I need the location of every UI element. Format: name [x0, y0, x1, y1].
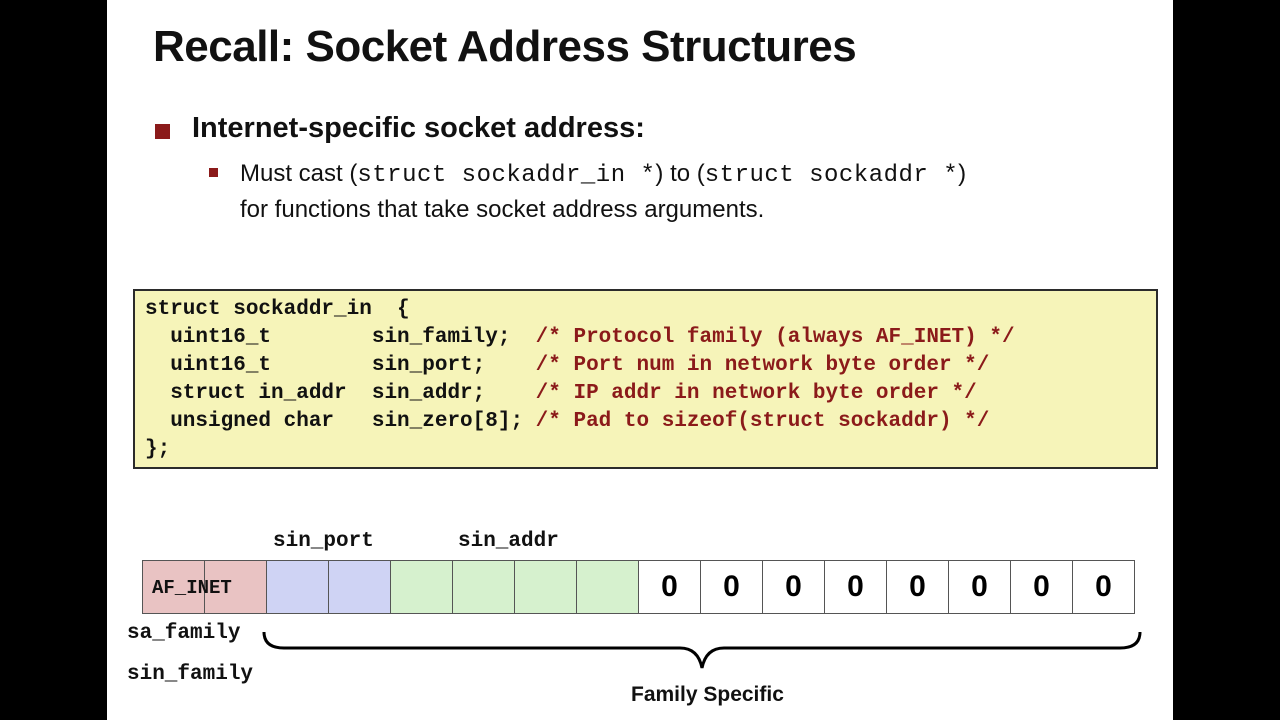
code-line-field: uint16_t sin_family; /* Protocol family … — [145, 324, 1015, 352]
addr-byte-cell — [576, 560, 639, 614]
memory-layout-row: AF_INET 0 0 0 0 0 0 0 0 — [142, 560, 1138, 614]
sub-bullet-line-2: for functions that take socket address a… — [240, 196, 765, 223]
af-inet-label: AF_INET — [152, 577, 232, 599]
addr-byte-cell — [390, 560, 453, 614]
code-line-field: uint16_t sin_port; /* Port num in networ… — [145, 352, 989, 380]
paren: ( — [349, 160, 358, 187]
paren: ) — [958, 160, 967, 187]
zero-byte-cell: 0 — [762, 560, 825, 614]
family-specific-label: Family Specific — [631, 683, 784, 706]
code-sockaddr-ptr: struct sockaddr * — [704, 162, 959, 189]
label-sa-family: sa_family — [127, 622, 241, 645]
port-byte-cell — [266, 560, 329, 614]
paren: ( — [696, 160, 705, 187]
family-byte-cell — [142, 560, 205, 614]
sub-bullet-square-icon — [209, 168, 218, 177]
paren: ) — [655, 160, 664, 187]
code-line-field: unsigned char sin_zero[8]; /* Pad to siz… — [145, 408, 989, 436]
code-decl: struct in_addr sin_addr; — [145, 382, 536, 405]
slide-title: Recall: Socket Address Structures — [153, 22, 857, 71]
sub-bullet-text: to — [663, 160, 697, 187]
sub-bullet-text: Must cast — [240, 160, 350, 187]
code-decl: uint16_t sin_port; — [145, 354, 536, 377]
code-line-close: }; — [145, 438, 171, 461]
port-byte-cell — [328, 560, 391, 614]
code-line-field: struct in_addr sin_addr; /* IP addr in n… — [145, 380, 977, 408]
zero-byte-cell: 0 — [1072, 560, 1135, 614]
code-decl: unsigned char sin_zero[8]; — [145, 410, 536, 433]
code-block: struct sockaddr_in { uint16_t sin_family… — [133, 289, 1158, 469]
label-sin-addr: sin_addr — [458, 530, 559, 553]
zero-byte-cell: 0 — [948, 560, 1011, 614]
code-comment: /* IP addr in network byte order */ — [535, 382, 977, 405]
zero-byte-cell: 0 — [700, 560, 763, 614]
code-comment: /* Protocol family (always AF_INET) */ — [535, 326, 1015, 349]
code-line-struct: struct sockaddr_in { — [145, 298, 410, 321]
zero-byte-cell: 0 — [886, 560, 949, 614]
code-comment: /* Pad to sizeof(struct sockaddr) */ — [535, 410, 990, 433]
zero-byte-cell: 0 — [1010, 560, 1073, 614]
label-sin-family: sin_family — [127, 663, 254, 686]
code-sockaddr-in-ptr: struct sockaddr_in * — [357, 162, 656, 189]
family-specific-brace — [262, 631, 1142, 669]
code-comment: /* Port num in network byte order */ — [535, 354, 990, 377]
label-sin-port: sin_port — [273, 530, 374, 553]
zero-byte-cell: 0 — [824, 560, 887, 614]
bullet-square-icon — [155, 124, 170, 139]
slide: Recall: Socket Address Structures Intern… — [107, 0, 1173, 720]
sub-bullet-line-1: Must cast (struct sockaddr_in *) to (str… — [240, 160, 966, 189]
addr-byte-cell — [514, 560, 577, 614]
zero-byte-cell: 0 — [638, 560, 701, 614]
bullet-text: Internet-specific socket address: — [192, 112, 645, 144]
code-decl: uint16_t sin_family; — [145, 326, 536, 349]
addr-byte-cell — [452, 560, 515, 614]
